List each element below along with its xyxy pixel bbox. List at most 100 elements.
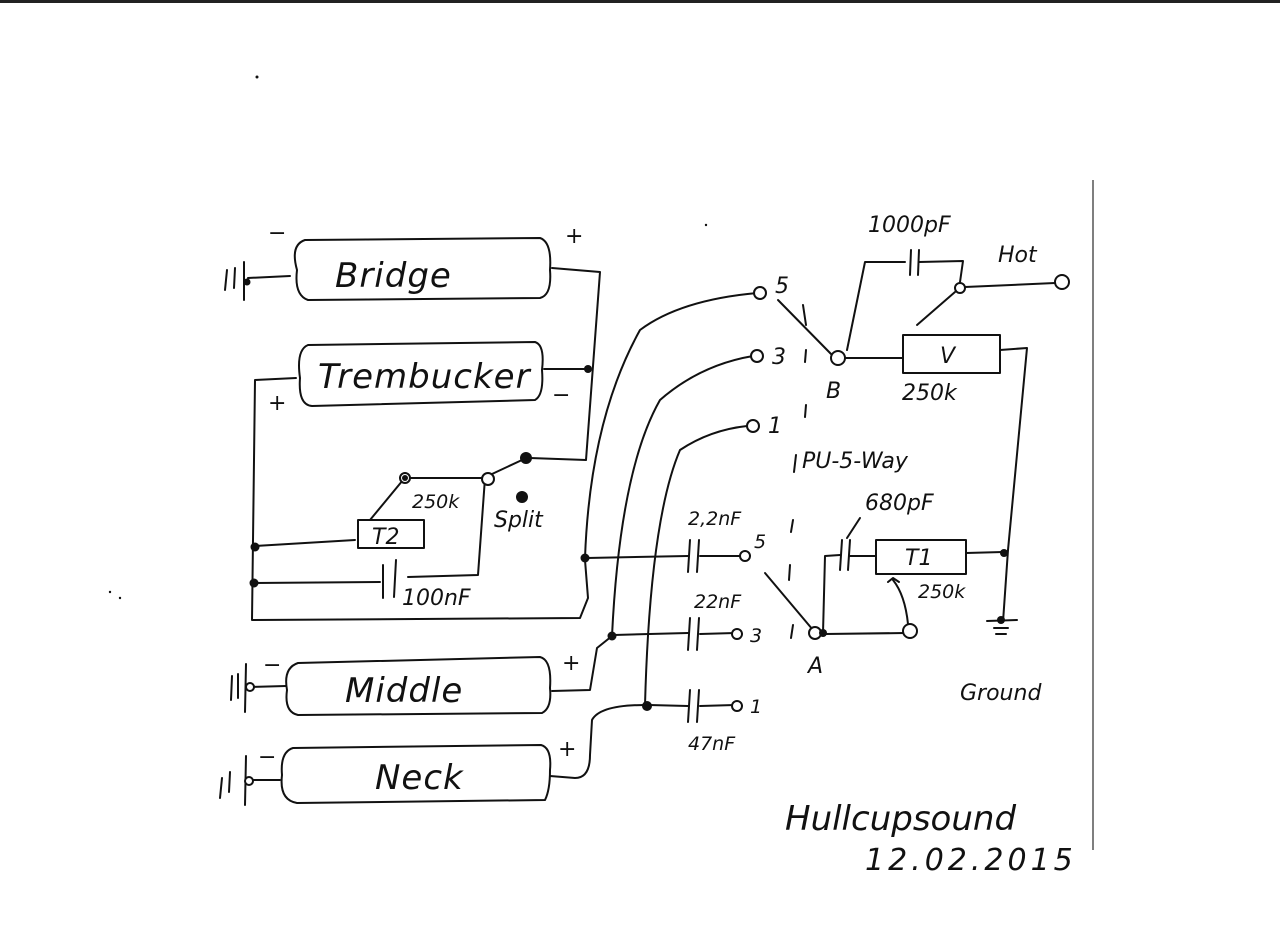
switch-b-lever: [777, 299, 834, 357]
hot-label: Hot: [998, 243, 1038, 268]
hot-output-terminal: [1054, 274, 1070, 290]
volume-wiper-node: [954, 282, 966, 294]
neck-body: [280, 744, 552, 804]
junction-node: [584, 365, 592, 373]
tone1-ground-wire: [965, 551, 1004, 554]
scan-speck: [704, 223, 708, 227]
middle-body: [285, 656, 552, 716]
treble-cap-value: 1000pF: [868, 213, 951, 238]
switch-a-label: A: [806, 654, 823, 679]
middle-plus-wire: [551, 635, 613, 692]
middle-minus: −: [263, 653, 281, 678]
neck-pickup: Neck − +: [219, 704, 646, 806]
b3-label: 3: [772, 345, 786, 370]
switch-label: PU-5-Way: [802, 449, 909, 474]
middle-ground-node: [245, 682, 255, 692]
a1-terminal: [731, 700, 743, 712]
tone2-wiper: [369, 479, 404, 521]
ground-bus: [999, 347, 1028, 623]
middle-ground-symbol: [230, 663, 247, 713]
tone2-ground-wire: [254, 539, 356, 547]
split-terminal-bottom: [516, 491, 528, 503]
cap-pos1-wire: [648, 704, 689, 707]
tone1-cap-value: 680pF: [865, 491, 934, 516]
neck-label: Neck: [375, 758, 464, 798]
tone2-section: T2 250k Split 100nF: [249, 452, 544, 611]
signature-date: 12.02.2015: [865, 843, 1077, 878]
split-terminal-top: [520, 452, 532, 464]
a5-label: 5: [754, 531, 766, 553]
b1-label: 1: [768, 414, 782, 439]
cap-pos5-value: 2,2nF: [688, 508, 742, 530]
bridge-pickup: Bridge − +: [224, 221, 601, 461]
b5-label: 5: [775, 274, 789, 299]
middle-label: Middle: [345, 671, 463, 711]
volume-pot-label: V: [940, 344, 957, 369]
signature: Hullcupsound 12.02.2015: [785, 799, 1077, 878]
split-wire: [407, 477, 486, 578]
bridge-ground-ticks: [224, 267, 236, 291]
b1-junction: [642, 701, 652, 711]
bridge-ground-wire: [247, 275, 291, 279]
treble-bleed-cap: [909, 249, 920, 276]
wire-b3: [611, 355, 754, 637]
cap-pos5-wire: [586, 555, 689, 559]
tone1-wiper-wire: [824, 632, 906, 635]
volume-pot-body: [902, 334, 1001, 374]
cap-pos1-wire-right: [699, 704, 736, 707]
middle-plus: +: [562, 651, 580, 676]
split-lever: [491, 459, 523, 475]
neck-ground-symbol: [219, 755, 247, 806]
trembucker-pickup: Trembucker + −: [251, 341, 592, 621]
wire-b1: [644, 425, 748, 706]
neck-plus-wire: [549, 704, 646, 779]
split-common: [481, 472, 495, 486]
cap-pos5: [687, 539, 700, 573]
b3-terminal: [750, 349, 764, 363]
tone1-wiper-node: [902, 623, 918, 639]
switch-b-common: [830, 350, 846, 366]
scan-edge: [0, 0, 1280, 3]
trembucker-minus: −: [552, 383, 570, 408]
treble-cap-wire-left: [846, 261, 906, 351]
volume-section: 1000pF V 250k Hot: [844, 213, 1070, 623]
bridge-plus: +: [565, 224, 583, 249]
b5-terminal: [753, 286, 767, 300]
tone1-pot-value: 250k: [918, 581, 966, 603]
tone2-pot-body: [357, 519, 425, 549]
switch-a-section: 5 2,2nF 3 22nF 1 47nF A PU-5-Way 680pF T…: [586, 449, 1042, 755]
tone1-cap-leader: [846, 517, 861, 539]
bridge-plus-wire: [529, 267, 601, 461]
b3-junction: [607, 631, 617, 641]
ground-symbol: [986, 619, 1018, 635]
middle-ground-wire: [249, 685, 287, 688]
volume-pot-value: 250k: [902, 381, 958, 406]
switch-a-detents: [788, 519, 794, 639]
a5-terminal: [739, 550, 751, 562]
tone1-ground-node: [1000, 549, 1008, 557]
trembucker-plus-wire: [251, 377, 589, 621]
cap-pos3-wire-right: [699, 632, 736, 635]
a1-label: 1: [750, 696, 762, 718]
tone2-cap-wire-left: [253, 581, 381, 584]
middle-pickup: Middle − +: [230, 635, 613, 716]
switch-a-lever: [764, 572, 814, 631]
tone1-pot-body: [875, 539, 967, 575]
tone2-pot-label: T2: [372, 525, 399, 550]
trembucker-label: Trembucker: [318, 357, 532, 397]
hot-wire: [964, 282, 1056, 288]
b5-junction: [580, 553, 590, 563]
switch-detent-marks: [793, 304, 807, 473]
cap-pos3-value: 22nF: [694, 591, 742, 613]
bridge-pickup-body: [293, 237, 552, 301]
tone2-terminal-dot: [402, 475, 408, 481]
bridge-label: Bridge: [335, 256, 452, 296]
neck-minus: −: [258, 745, 276, 770]
tone2-ground-node: [250, 542, 260, 552]
wire-b5: [584, 292, 758, 559]
treble-cap-wire-right: [918, 260, 964, 283]
cap-pos3: [687, 617, 700, 651]
bridge-ground-node: [243, 278, 251, 286]
tone2-cap: [382, 559, 397, 599]
